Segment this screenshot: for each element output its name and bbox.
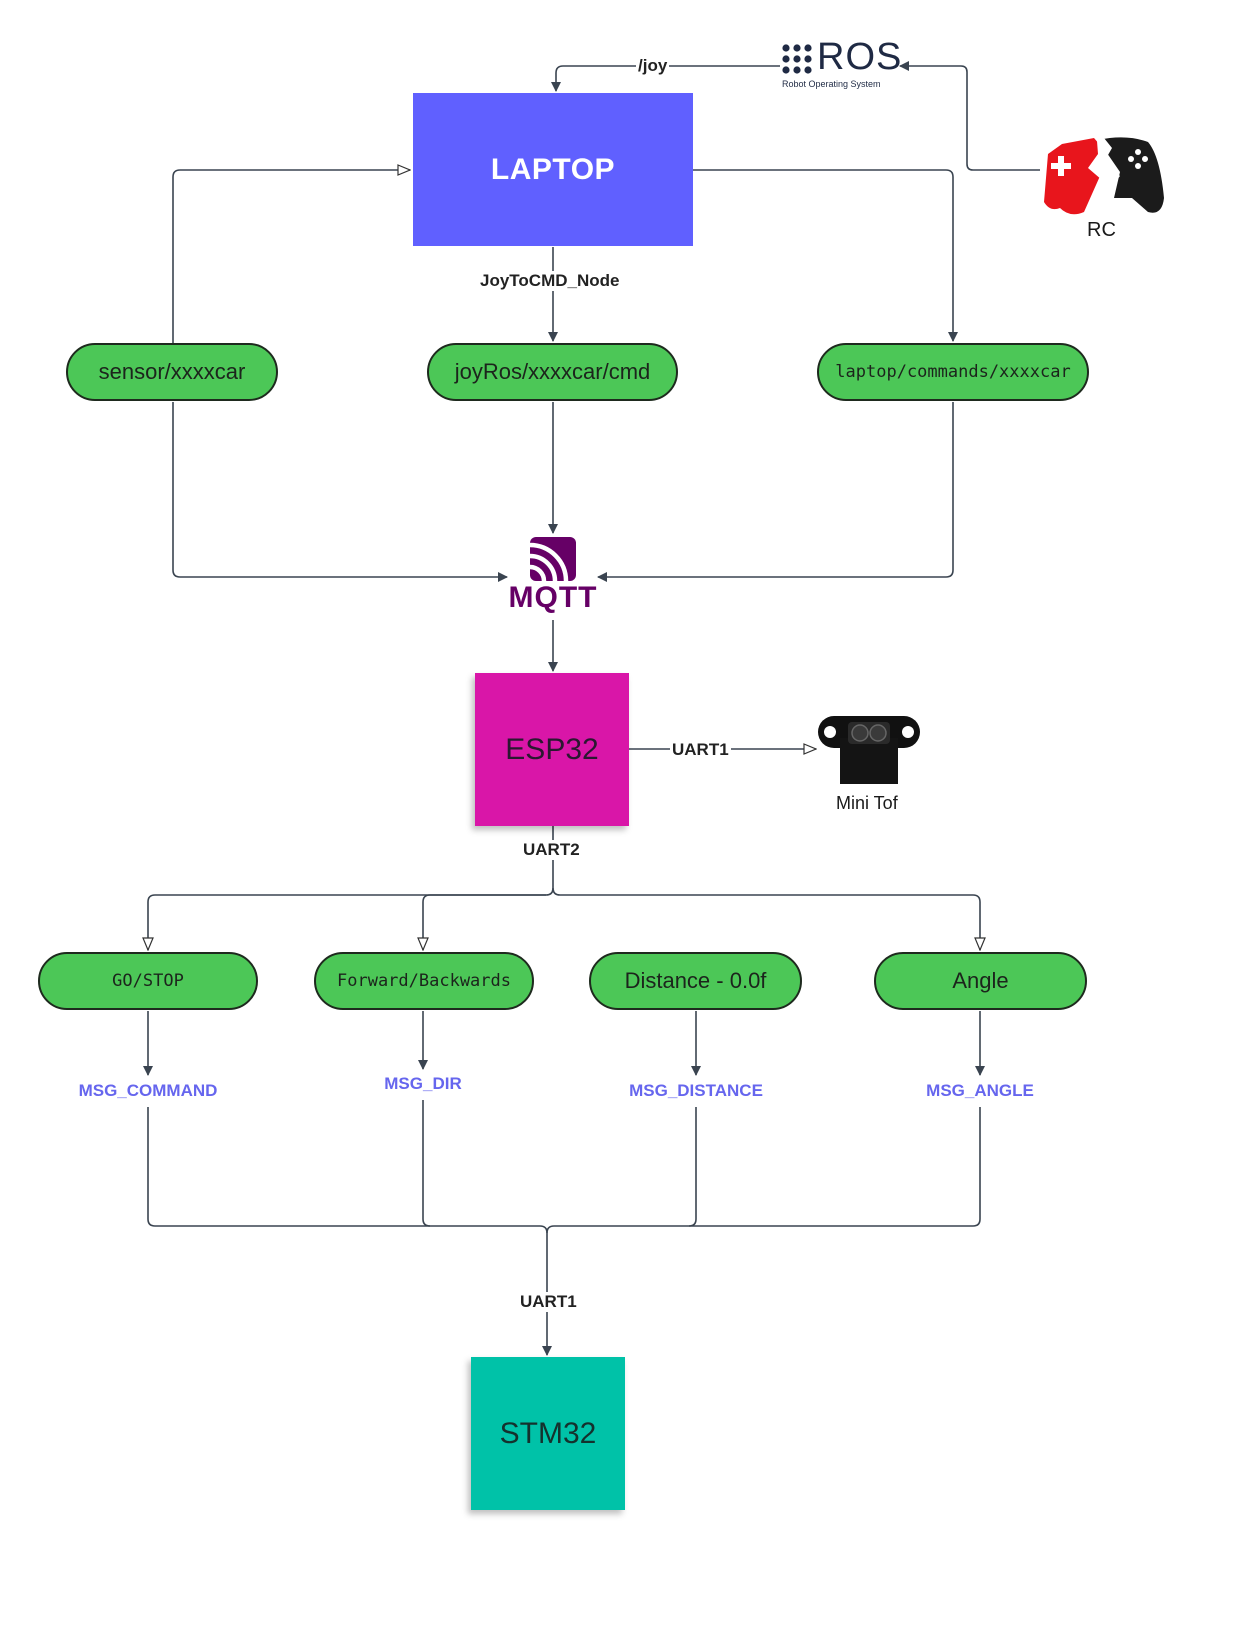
- field-direction-label: Forward/Backwards: [337, 971, 511, 991]
- edge-msgangle-to-stm: [689, 1107, 981, 1227]
- edge-sensor-to-mqtt: [172, 402, 508, 582]
- edge-msgdir-to-stm: [422, 1100, 431, 1227]
- topic-joy-cmd-label: joyRos/xxxxcar/cmd: [454, 359, 651, 384]
- mqtt-logo: MQTT: [505, 537, 601, 621]
- stm32-node: STM32: [471, 1357, 625, 1510]
- msg-angle: MSG_ANGLE: [926, 1081, 1034, 1100]
- field-direction: Forward/Backwards: [314, 952, 534, 1010]
- tof-sensor-icon: [818, 716, 920, 784]
- topic-sensor-label: sensor/xxxxcar: [98, 359, 246, 384]
- field-distance: Distance - 0.0f: [589, 952, 802, 1010]
- ros-dots-icon: [782, 44, 812, 74]
- esp32-node: ESP32: [475, 673, 629, 826]
- ros-logo: ROS Robot Operating System: [780, 36, 903, 94]
- edge-label-uart1-stm: UART1: [518, 1292, 579, 1312]
- edge-label-joy-node: JoyToCMD_Node: [478, 271, 622, 291]
- ros-subtitle: Robot Operating System: [782, 79, 881, 89]
- msg-distance: MSG_DISTANCE: [629, 1081, 763, 1100]
- field-distance-label: Distance - 0.0f: [624, 968, 767, 993]
- edge-ros-to-laptop: [551, 65, 780, 92]
- topic-laptop-commands: laptop/commands/xxxxcar: [817, 343, 1089, 401]
- edge-label-uart2: UART2: [521, 840, 582, 860]
- topic-sensor: sensor/xxxxcar: [66, 343, 278, 401]
- mini-tof-label: Mini Tof: [836, 793, 898, 813]
- field-angle: Angle: [874, 952, 1087, 1010]
- rc-label: RC: [1087, 219, 1116, 241]
- edge-laptop-to-commands: [693, 169, 958, 342]
- laptop-label: LAPTOP: [490, 152, 616, 186]
- mqtt-signal-icon: [530, 537, 576, 582]
- edge-to-angle: [552, 887, 980, 950]
- gamepad-icon: [1044, 128, 1164, 218]
- field-go-stop-label: GO/STOP: [112, 971, 184, 991]
- edge-sensor-to-laptop: [172, 170, 410, 343]
- edge-msgdistance-to-stm: [546, 1107, 697, 1234]
- rc-controller: [1040, 128, 1166, 218]
- edge-label-joy: /joy: [636, 56, 670, 76]
- edge-commands-to-mqtt: [597, 402, 954, 582]
- esp32-label: ESP32: [505, 732, 599, 766]
- edge-esp32-trunk: [148, 826, 554, 950]
- field-angle-label: Angle: [952, 968, 1009, 993]
- edge-label-uart1-tof: UART1: [670, 740, 731, 760]
- topic-joy-cmd: joyRos/xxxxcar/cmd: [427, 343, 678, 401]
- edge-to-dir: [423, 894, 546, 950]
- msg-dir: MSG_DIR: [384, 1074, 462, 1093]
- ros-wordmark: ROS: [817, 36, 903, 78]
- mini-tof-sensor: [818, 716, 920, 786]
- mqtt-wordmark: MQTT: [508, 581, 598, 614]
- msg-command: MSG_COMMAND: [78, 1081, 218, 1100]
- laptop-node: LAPTOP: [413, 93, 693, 246]
- topic-laptop-commands-label: laptop/commands/xxxxcar: [835, 362, 1071, 382]
- stm32-label: STM32: [499, 1416, 597, 1450]
- edge-rc-to-ros: [899, 61, 1040, 171]
- field-go-stop: GO/STOP: [38, 952, 258, 1010]
- edge-msgcommand-to-stm: [147, 1107, 552, 1356]
